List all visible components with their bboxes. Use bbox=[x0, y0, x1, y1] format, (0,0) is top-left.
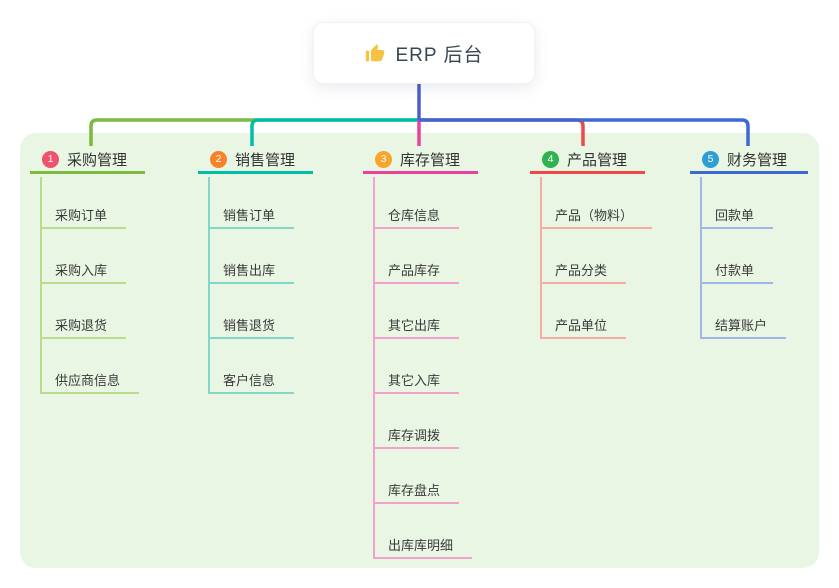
leaf-node[interactable]: 产品（物料） bbox=[540, 205, 653, 229]
branch-node-2[interactable]: 2 销售管理 bbox=[198, 148, 313, 174]
mindmap-panel-background bbox=[20, 133, 819, 568]
leaf-node[interactable]: 产品分类 bbox=[540, 260, 627, 284]
leaf-node[interactable]: 销售退货 bbox=[208, 315, 295, 339]
leaf-node[interactable]: 库存盘点 bbox=[373, 480, 460, 504]
branch-node-5[interactable]: 5 财务管理 bbox=[690, 148, 808, 174]
leaf-node[interactable]: 付款单 bbox=[700, 260, 774, 284]
branch-number-badge: 3 bbox=[375, 151, 392, 168]
leaf-node[interactable]: 采购入库 bbox=[40, 260, 127, 284]
root-node-erp[interactable]: ERP 后台 bbox=[313, 22, 535, 84]
subtree-vertical-line bbox=[373, 177, 375, 559]
leaf-node[interactable]: 库存调拨 bbox=[373, 425, 460, 449]
branch-number-badge: 1 bbox=[42, 151, 59, 168]
branch-label: 库存管理 bbox=[400, 152, 461, 169]
leaf-node[interactable]: 销售出库 bbox=[208, 260, 295, 284]
leaf-node[interactable]: 产品单位 bbox=[540, 315, 627, 339]
branch-label: 采购管理 bbox=[67, 152, 128, 169]
leaf-node[interactable]: 其它入库 bbox=[373, 370, 460, 394]
leaf-node[interactable]: 出库库明细 bbox=[373, 535, 473, 559]
leaf-node[interactable]: 销售订单 bbox=[208, 205, 295, 229]
subtree-vertical-line bbox=[40, 177, 42, 394]
leaf-node[interactable]: 回款单 bbox=[700, 205, 774, 229]
leaf-node[interactable]: 供应商信息 bbox=[40, 370, 140, 394]
subtree-vertical-line bbox=[700, 177, 702, 339]
subtree-vertical-line bbox=[208, 177, 210, 394]
root-node-label: ERP 后台 bbox=[395, 44, 484, 66]
leaf-node[interactable]: 采购退货 bbox=[40, 315, 127, 339]
thumbs-up-icon bbox=[366, 44, 385, 62]
leaf-node[interactable]: 仓库信息 bbox=[373, 205, 460, 229]
subtree-vertical-line bbox=[540, 177, 542, 339]
branch-number-badge: 4 bbox=[542, 151, 559, 168]
branch-number-badge: 5 bbox=[702, 151, 719, 168]
branch-node-1[interactable]: 1 采购管理 bbox=[30, 148, 145, 174]
leaf-node[interactable]: 客户信息 bbox=[208, 370, 295, 394]
branch-label: 产品管理 bbox=[567, 152, 628, 169]
leaf-node[interactable]: 产品库存 bbox=[373, 260, 460, 284]
branch-label: 销售管理 bbox=[235, 152, 296, 169]
branch-label: 财务管理 bbox=[727, 152, 788, 169]
leaf-node[interactable]: 采购订单 bbox=[40, 205, 127, 229]
branch-node-4[interactable]: 4 产品管理 bbox=[530, 148, 645, 174]
leaf-node[interactable]: 其它出库 bbox=[373, 315, 460, 339]
branch-number-badge: 2 bbox=[210, 151, 227, 168]
branch-node-3[interactable]: 3 库存管理 bbox=[363, 148, 478, 174]
leaf-node[interactable]: 结算账户 bbox=[700, 315, 787, 339]
